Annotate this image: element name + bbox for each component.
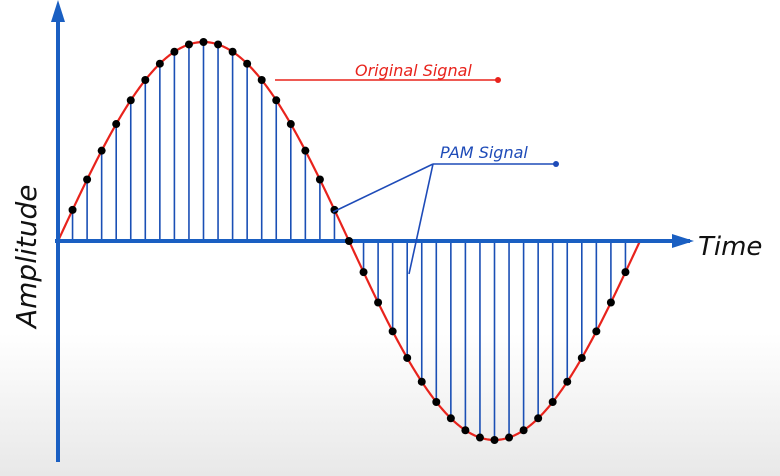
time-axis-label: Time <box>698 232 762 262</box>
sample-point <box>330 205 339 214</box>
sample-point <box>228 47 237 56</box>
amplitude-axis-label: Amplitude <box>10 185 43 331</box>
sample-point <box>286 120 295 129</box>
sample-point <box>432 397 441 406</box>
sample-point <box>315 175 324 184</box>
pam-pointer-line-2 <box>408 163 434 275</box>
sample-point <box>475 433 484 442</box>
sample-point <box>257 76 266 85</box>
sample-point <box>534 414 543 423</box>
sample-points <box>68 38 630 444</box>
sample-point <box>272 96 281 105</box>
sample-point <box>83 175 92 184</box>
sample-point <box>141 76 150 85</box>
sample-point <box>461 426 470 435</box>
sample-point <box>97 146 106 155</box>
sample-point <box>301 146 310 155</box>
original-signal-label: Original Signal <box>355 61 472 80</box>
sample-point <box>563 377 572 386</box>
sample-point <box>199 38 208 46</box>
pam-signal-callout-dot <box>553 161 559 167</box>
sample-point <box>577 353 586 362</box>
sample-point <box>388 327 397 336</box>
sample-point <box>68 205 77 214</box>
sample-point <box>243 59 252 68</box>
sample-point <box>505 433 514 442</box>
sample-point <box>490 436 499 444</box>
sample-point <box>548 397 557 406</box>
sample-point <box>374 298 383 307</box>
sample-point <box>345 237 353 245</box>
sample-point <box>214 40 223 49</box>
sample-point <box>621 268 630 277</box>
sample-point <box>417 377 426 386</box>
sample-point <box>359 268 368 277</box>
sample-point <box>112 120 121 129</box>
sample-point <box>592 327 601 336</box>
pam-pulses <box>71 42 627 440</box>
original-signal-callout-dot <box>495 77 501 83</box>
sample-point <box>184 40 193 49</box>
pam-pointer-line-1 <box>332 163 434 213</box>
sample-point <box>403 353 412 362</box>
amplitude-axis-arrowhead <box>51 0 65 22</box>
sample-point <box>155 59 164 68</box>
sample-point <box>606 298 615 307</box>
sample-point <box>170 47 179 56</box>
time-axis-arrowhead <box>672 234 694 248</box>
sample-point <box>519 426 528 435</box>
sample-point <box>126 96 135 105</box>
sample-point <box>446 414 455 423</box>
pam-signal-label: PAM Signal <box>440 143 528 162</box>
